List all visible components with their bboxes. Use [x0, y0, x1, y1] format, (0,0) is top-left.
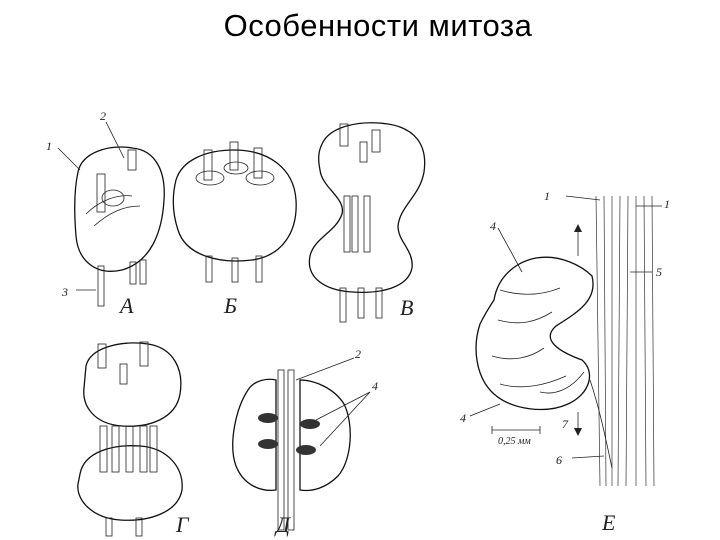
panel-a-drawing	[58, 122, 164, 306]
label-e-1-left: 1	[544, 189, 550, 203]
label-d-4: 4	[372, 379, 378, 393]
label-e-6: 6	[556, 453, 562, 467]
label-e-4-top: 4	[490, 219, 496, 233]
panel-b-drawing	[173, 142, 296, 282]
label-a-2: 2	[100, 109, 106, 123]
panel-e-label: Е	[601, 510, 616, 535]
panel-g-label: Г	[175, 512, 190, 537]
panel-v-drawing	[309, 123, 424, 322]
panel-v-label: В	[400, 295, 413, 320]
panel-d-drawing	[233, 358, 370, 530]
label-e-4-bottom: 4	[460, 411, 466, 425]
panel-b-label: Б	[223, 293, 237, 318]
label-e-5: 5	[656, 265, 662, 279]
label-a-1: 1	[46, 139, 52, 153]
scale-bar-label: 0,25 мм	[498, 436, 531, 447]
panel-a-label: А	[118, 293, 134, 318]
label-a-3: 3	[61, 285, 68, 299]
panel-d-label: Д	[274, 512, 291, 537]
panel-g-drawing	[78, 342, 182, 536]
label-d-2: 2	[355, 347, 361, 361]
label-e-7: 7	[562, 417, 569, 431]
label-e-1-right: 1	[664, 197, 670, 211]
